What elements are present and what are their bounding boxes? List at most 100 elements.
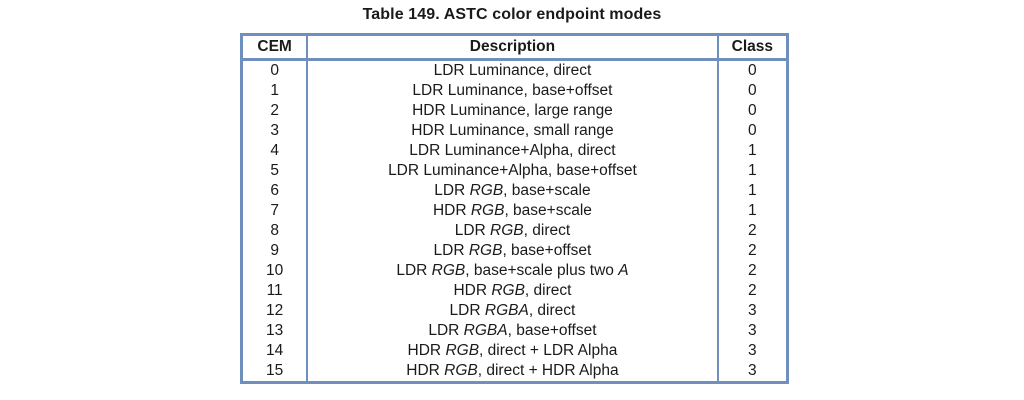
- cem-cell: 13: [266, 322, 284, 339]
- class-cell: 2: [716, 281, 788, 301]
- description-segment: LDR Luminance+Alpha, base+offset: [388, 162, 637, 179]
- cem-cell: 7: [270, 202, 279, 219]
- description-cell: LDR Luminance+Alpha, direct: [306, 141, 718, 161]
- description-italic-segment: RGB: [470, 202, 505, 219]
- cem-cell: 10: [266, 262, 284, 279]
- description-segment: , base+offset: [507, 322, 597, 339]
- description-italic-segment: RGB: [445, 342, 480, 359]
- header-class: Class: [716, 34, 788, 61]
- class-cell: 1: [716, 141, 788, 161]
- description-segment: , base+scale plus two: [465, 262, 619, 279]
- cem-cell: 9: [270, 242, 279, 259]
- description-cell: LDR RGB, direct: [306, 221, 718, 241]
- description-segment: HDR: [453, 282, 492, 299]
- description-segment: LDR Luminance+Alpha, direct: [409, 142, 616, 159]
- description-segment: HDR Luminance, small range: [411, 122, 614, 139]
- description-italic-segment: RGB: [490, 222, 524, 239]
- class-cell: 3: [716, 321, 788, 341]
- cem-cell: 3: [270, 122, 279, 139]
- table-row: 4 LDR Luminance+Alpha, direct 1: [242, 141, 788, 161]
- description-cell: LDR RGB, base+scale plus two A: [306, 261, 718, 281]
- class-cell: 2: [716, 241, 788, 261]
- table-row: 1 LDR Luminance, base+offset 0: [242, 81, 788, 101]
- cem-cell: 8: [270, 222, 279, 239]
- table-row: 5 LDR Luminance+Alpha, base+offset 1: [242, 161, 788, 181]
- description-cell: HDR RGB, base+scale: [306, 201, 718, 221]
- description-italic-segment: RGB: [491, 282, 525, 299]
- description-cell: HDR Luminance, large range: [306, 101, 718, 121]
- cem-cell: 6: [270, 182, 279, 199]
- cem-cell: 5: [270, 162, 279, 179]
- class-cell: 0: [716, 101, 788, 121]
- cem-cell: 11: [266, 282, 283, 299]
- description-cell: LDR RGBA, direct: [306, 301, 718, 321]
- class-cell: 0: [716, 59, 788, 81]
- description-segment: , base+offset: [502, 242, 592, 259]
- description-cell: HDR RGB, direct: [306, 281, 718, 301]
- table-caption: Table 149. ASTC color endpoint modes: [362, 6, 662, 23]
- table-row: 3 HDR Luminance, small range 0: [242, 121, 788, 141]
- description-segment: , base+scale: [503, 182, 591, 199]
- description-italic-segment: A: [618, 262, 629, 279]
- description-segment: , base+scale: [504, 202, 592, 219]
- table-row: 0 LDR Luminance, direct 0: [242, 59, 788, 81]
- class-cell: 0: [716, 81, 788, 101]
- description-italic-segment: RGBA: [463, 322, 508, 339]
- description-italic-segment: RGB: [468, 242, 503, 259]
- header-description: Description: [306, 34, 718, 61]
- table-header: CEM Description Class: [241, 34, 788, 61]
- description-cell: LDR Luminance+Alpha, base+offset: [306, 161, 718, 181]
- description-italic-segment: RGB: [431, 262, 466, 279]
- class-cell: 3: [716, 361, 788, 383]
- description-segment: LDR: [434, 182, 470, 199]
- description-cell: LDR RGB, base+offset: [306, 241, 718, 261]
- description-cell: LDR RGB, base+scale: [306, 181, 718, 201]
- cem-cell: 2: [270, 102, 279, 119]
- cem-cell: 14: [266, 342, 284, 359]
- class-cell: 3: [716, 301, 788, 321]
- description-italic-segment: RGB: [469, 182, 504, 199]
- description-segment: LDR Luminance, base+offset: [412, 82, 613, 99]
- class-cell: 1: [716, 161, 788, 181]
- description-segment: , direct: [523, 222, 571, 239]
- class-cell: 2: [716, 261, 788, 281]
- description-segment: , direct: [528, 302, 576, 319]
- header-row: CEM Description Class: [241, 34, 788, 61]
- description-cell: LDR RGBA, base+offset: [306, 321, 718, 341]
- description-segment: LDR: [449, 302, 485, 319]
- cem-cell: 4: [270, 142, 279, 159]
- description-segment: LDR: [396, 262, 432, 279]
- description-segment: LDR: [433, 242, 469, 259]
- description-cell: LDR Luminance, direct: [306, 59, 718, 81]
- description-cell: HDR Luminance, small range: [306, 121, 718, 141]
- cem-cell: 1: [270, 82, 279, 99]
- cem-cell: 15: [266, 362, 284, 379]
- description-segment: HDR: [432, 202, 471, 219]
- class-cell: 0: [716, 121, 788, 141]
- class-cell: 1: [716, 201, 788, 221]
- header-cem: CEM: [241, 34, 308, 61]
- description-segment: LDR Luminance, direct: [433, 62, 592, 79]
- description-segment: LDR: [454, 222, 491, 239]
- cem-cell: 12: [266, 302, 284, 319]
- description-cell: LDR Luminance, base+offset: [306, 81, 718, 101]
- class-cell: 1: [716, 181, 788, 201]
- description-segment: HDR: [407, 342, 446, 359]
- description-italic-segment: RGBA: [484, 302, 529, 319]
- cem-cell: 0: [270, 62, 279, 79]
- class-cell: 3: [716, 341, 788, 361]
- description-cell: HDR RGB, direct + LDR Alpha: [306, 341, 718, 361]
- description-cell: HDR RGB, direct + HDR Alpha: [306, 361, 718, 383]
- description-segment: HDR: [406, 362, 445, 379]
